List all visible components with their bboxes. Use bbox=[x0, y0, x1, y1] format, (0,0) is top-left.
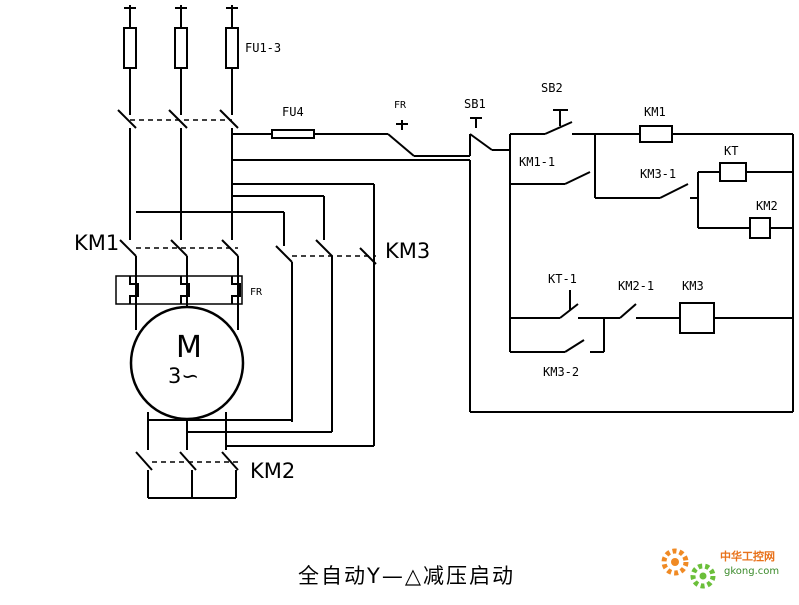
label-fu4: FU4 bbox=[282, 105, 304, 119]
label-km1-1: KM1-1 bbox=[519, 155, 555, 169]
label-km1-contacts: KM1 bbox=[74, 231, 119, 255]
wiring bbox=[115, 5, 794, 499]
watermark-site-cn: 中华工控网 bbox=[720, 549, 775, 563]
label-km2-1: KM2-1 bbox=[618, 279, 654, 293]
label-kt-1: KT-1 bbox=[548, 272, 577, 286]
motor-label: M bbox=[176, 330, 202, 365]
label-km2-contacts: KM2 bbox=[250, 459, 295, 483]
label-km3-contacts: KM3 bbox=[385, 239, 430, 263]
diagram-title: 全自动Y—△减压启动 bbox=[298, 564, 515, 588]
watermark-site-url: gkong.com bbox=[724, 566, 779, 577]
label-km3-coil: KM3 bbox=[682, 279, 704, 293]
label-kt-coil: KT bbox=[724, 144, 738, 158]
label-km3-2: KM3-2 bbox=[543, 365, 579, 379]
label-fr-contact: FR bbox=[394, 100, 407, 111]
label-km1-coil: KM1 bbox=[644, 105, 666, 119]
label-sb1: SB1 bbox=[464, 97, 486, 111]
gkong-logo: 中华工控网 gkong.com bbox=[661, 548, 779, 589]
label-fu13: FU1-3 bbox=[245, 41, 281, 55]
label-km3-1: KM3-1 bbox=[640, 167, 676, 181]
motor-phase-label: 3∽ bbox=[168, 364, 199, 388]
label-km2-coil: KM2 bbox=[756, 199, 778, 213]
label-sb2: SB2 bbox=[541, 81, 563, 95]
label-fr-relay: FR bbox=[250, 287, 263, 298]
